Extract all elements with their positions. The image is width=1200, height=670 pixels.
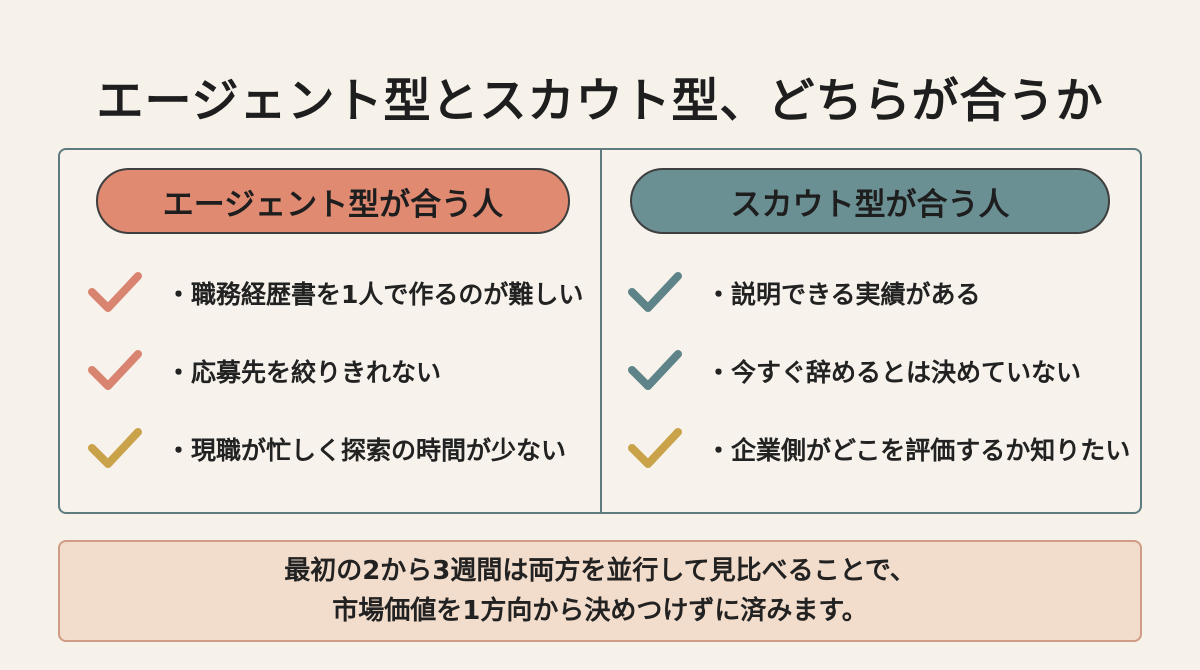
agent-column: エージェント型が合う人 ・職務経歴書を1人で作るのが難しい ・応募先を絞りきれな… (60, 150, 600, 512)
page-title: エージェント型とスカウト型、どちらが合うか (96, 74, 1104, 129)
scout-column: スカウト型が合う人 ・説明できる実績がある ・今すぐ辞めるとは決めていない ・企… (602, 150, 1142, 512)
scout-item-1: ・説明できる実績がある (626, 268, 981, 318)
summary-line-1: 最初の2から3週間は両方を並行して見比べることで、 (284, 556, 916, 586)
check-icon (628, 350, 682, 390)
comparison-panel: エージェント型が合う人 ・職務経歴書を1人で作るのが難しい ・応募先を絞りきれな… (58, 148, 1142, 514)
summary-note: 最初の2から3週間は両方を並行して見比べることで、 市場価値を1方向から決めつけ… (58, 540, 1142, 642)
agent-item-text: ・応募先を絞りきれない (166, 358, 442, 387)
agent-item-1: ・職務経歴書を1人で作るのが難しい (86, 268, 583, 318)
scout-item-text: ・企業側がどこを評価するか知りたい (706, 436, 1131, 465)
check-icon (628, 428, 682, 468)
check-icon (88, 428, 142, 468)
check-icon (88, 350, 142, 390)
check-icon (628, 272, 682, 312)
column-divider (600, 150, 602, 512)
summary-line-2: 市場価値を1方向から決めつけずに済みます。 (332, 596, 868, 626)
agent-item-text: ・職務経歴書を1人で作るのが難しい (166, 280, 584, 309)
agent-item-text: ・現職が忙しく探索の時間が少ない (166, 436, 567, 465)
agent-item-3: ・現職が忙しく探索の時間が少ない (86, 424, 566, 474)
scout-item-2: ・今すぐ辞めるとは決めていない (626, 346, 1081, 396)
agent-heading: エージェント型が合う人 (96, 168, 570, 234)
check-icon (88, 272, 142, 312)
scout-item-text: ・説明できる実績がある (706, 280, 981, 309)
agent-item-2: ・応募先を絞りきれない (86, 346, 441, 396)
scout-item-text: ・今すぐ辞めるとは決めていない (706, 358, 1082, 387)
scout-item-3: ・企業側がどこを評価するか知りたい (626, 424, 1130, 474)
scout-heading: スカウト型が合う人 (630, 168, 1110, 234)
